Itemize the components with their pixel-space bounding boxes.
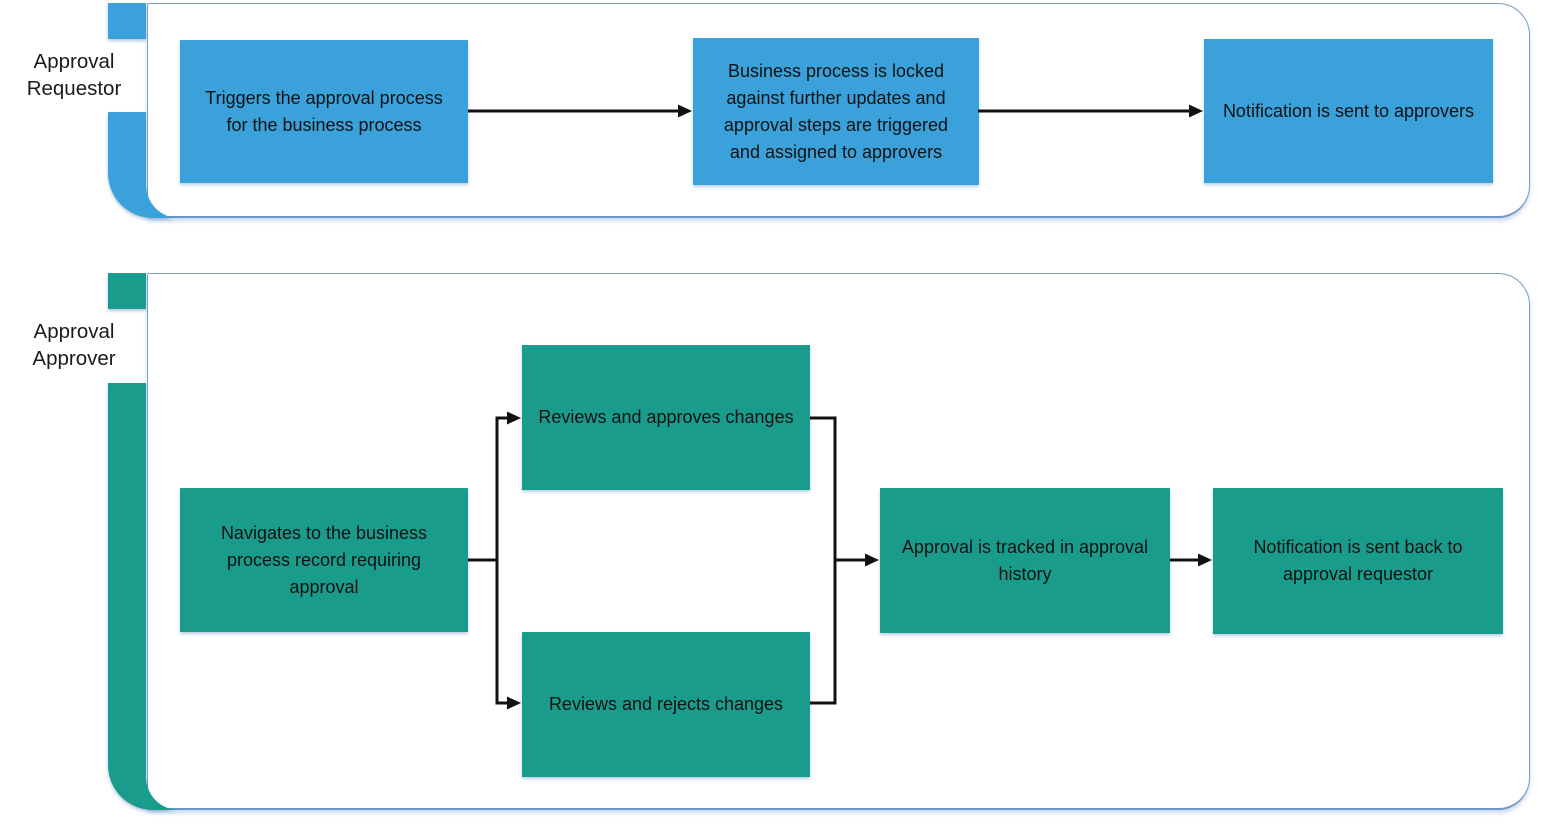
approver-lane-tab-icon <box>108 273 179 810</box>
notify-requestor-node: Notification is sent back to approval re… <box>1213 488 1503 634</box>
notify-approvers-node: Notification is sent to approvers <box>1204 39 1493 183</box>
lane-label-approval-requestor: Approval Requestor <box>4 48 144 102</box>
track-history-node: Approval is tracked in approval history <box>880 488 1170 633</box>
lane-label-line: Approval <box>33 50 115 73</box>
requestor-tab-top-segment <box>108 3 146 39</box>
lock-and-assign-node: Business process is locked against furth… <box>693 38 979 185</box>
approve-changes-node: Reviews and approves changes <box>522 345 810 490</box>
lane-label-line: Requestor <box>26 77 122 100</box>
lane-label-approval-approver: Approval Approver <box>4 318 144 372</box>
requestor-lane-tab-icon <box>108 3 179 218</box>
approver-tab-top-segment <box>108 273 146 309</box>
approver-tab-bottom-segment <box>108 383 179 810</box>
lane-label-line: Approver <box>32 347 116 370</box>
navigate-record-node: Navigates to the business process record… <box>180 488 468 632</box>
requestor-tab-bottom-segment <box>108 112 179 218</box>
reject-changes-node: Reviews and rejects changes <box>522 632 810 777</box>
trigger-approval-node: Triggers the approval process for the bu… <box>180 40 468 183</box>
lane-label-line: Approval <box>33 320 115 343</box>
